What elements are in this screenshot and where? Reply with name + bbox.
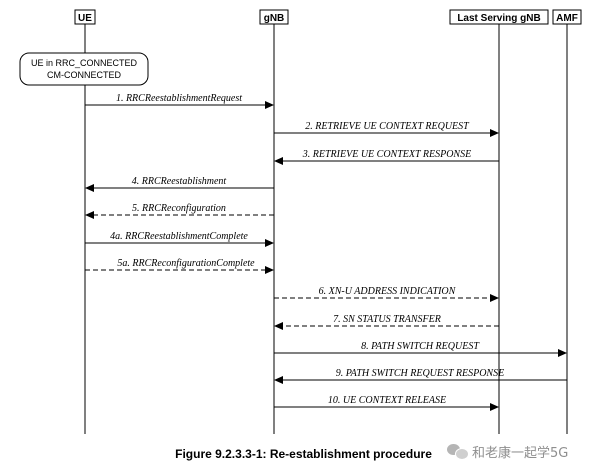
- watermark: 和老康一起学5G: [447, 440, 568, 462]
- entity-ue: UE: [74, 9, 96, 25]
- message-5a: 5a. RRCReconfigurationComplete: [85, 258, 274, 274]
- entity-gnb-label: gNB: [264, 13, 285, 24]
- ue-state-box: UE in RRC_CONNECTED CM-CONNECTED: [19, 52, 149, 86]
- ue-state-line2: CM-CONNECTED: [47, 70, 121, 80]
- message-3: 3. RETRIEVE UE CONTEXT RESPONSE: [274, 149, 499, 165]
- message-9-label: 9. PATH SWITCH REQUEST RESPONSE: [336, 368, 504, 379]
- watermark-text: 和老康一起学5G: [472, 445, 569, 461]
- message-1-label: 1. RRCReestablishmentRequest: [116, 93, 242, 104]
- message-8-label: 8. PATH SWITCH REQUEST: [361, 341, 480, 352]
- entity-gnb: gNB: [259, 9, 289, 25]
- entity-amf-label: AMF: [556, 13, 578, 24]
- message-3-label: 3. RETRIEVE UE CONTEXT RESPONSE: [302, 149, 471, 160]
- entity-ue-label: UE: [78, 13, 92, 24]
- message-1: 1. RRCReestablishmentRequest: [85, 93, 274, 109]
- message-6: 6. XN-U ADDRESS INDICATION: [274, 286, 499, 302]
- message-5: 5. RRCReconfiguration: [85, 203, 274, 219]
- message-4-label: 4. RRCReestablishment: [132, 176, 227, 187]
- ue-state-line1: UE in RRC_CONNECTED: [31, 58, 138, 68]
- message-2-label: 2. RETRIEVE UE CONTEXT REQUEST: [305, 121, 470, 132]
- entity-last-serving-gnb: Last Serving gNB: [449, 9, 549, 25]
- message-7: 7. SN STATUS TRANSFER: [274, 314, 499, 330]
- entity-amf: AMF: [552, 9, 582, 25]
- message-4a: 4a. RRCReestablishmentComplete: [85, 231, 274, 247]
- message-8: 8. PATH SWITCH REQUEST: [274, 341, 567, 357]
- message-5a-label: 5a. RRCReconfigurationComplete: [117, 258, 255, 269]
- entity-last-serving-gnb-label: Last Serving gNB: [457, 13, 540, 24]
- message-5-label: 5. RRCReconfiguration: [132, 203, 226, 214]
- figure-caption: Figure 9.2.3.3-1: Re-establishment proce…: [175, 447, 432, 461]
- message-2: 2. RETRIEVE UE CONTEXT REQUEST: [274, 121, 499, 137]
- message-4a-label: 4a. RRCReestablishmentComplete: [110, 231, 248, 242]
- message-10: 10. UE CONTEXT RELEASE: [274, 395, 499, 411]
- message-7-label: 7. SN STATUS TRANSFER: [333, 314, 441, 325]
- wechat-icon: [447, 442, 469, 460]
- message-10-label: 10. UE CONTEXT RELEASE: [328, 395, 446, 406]
- message-9: 9. PATH SWITCH REQUEST RESPONSE: [274, 368, 567, 384]
- message-4: 4. RRCReestablishment: [85, 176, 274, 192]
- message-6-label: 6. XN-U ADDRESS INDICATION: [319, 286, 457, 297]
